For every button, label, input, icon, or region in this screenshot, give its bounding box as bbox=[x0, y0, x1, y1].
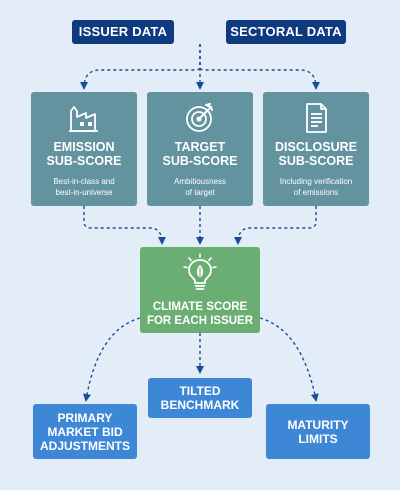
disclosure-title-line1: DISCLOSURE bbox=[275, 140, 357, 154]
document-icon bbox=[306, 103, 327, 133]
primary-market-bid-adjustments-box: PRIMARY MARKET BID ADJUSTMENTS bbox=[33, 404, 137, 459]
lightbulb-leaf-icon bbox=[183, 253, 217, 290]
tilted-benchmark-box: TILTED BENCHMARK bbox=[148, 378, 252, 418]
edge-climate-to-maturity bbox=[259, 317, 319, 402]
maturity-line2: LIMITS bbox=[298, 431, 338, 446]
factory-icon bbox=[69, 106, 98, 132]
target-title-line2: SUB-SCORE bbox=[162, 154, 238, 168]
maturity-limits-box: MATURITY LIMITS bbox=[266, 404, 370, 459]
target-desc-line1: Ambitiousness bbox=[173, 177, 227, 186]
emission-title-line2: SUB-SCORE bbox=[46, 154, 122, 168]
sectoral-data-label: SECTORAL DATA bbox=[230, 24, 342, 39]
primary-line1: PRIMARY bbox=[57, 410, 113, 425]
sectoral-data-box: SECTORAL DATA bbox=[226, 20, 346, 44]
climate-score-line2: FOR EACH ISSUER bbox=[146, 315, 254, 327]
climate-score-box: CLIMATE SCORE FOR EACH ISSUER bbox=[140, 247, 260, 333]
edge-climate-to-primary bbox=[83, 317, 141, 402]
disclosure-desc-line2: of emissions bbox=[293, 188, 339, 197]
target-desc-line2: of target bbox=[185, 188, 215, 197]
edge-emission-to-climate bbox=[83, 206, 166, 245]
emission-title-line1: EMISSION bbox=[53, 140, 115, 154]
disclosure-desc-line1: Including verification bbox=[279, 177, 353, 186]
issuer-data-box: ISSUER DATA bbox=[72, 20, 174, 44]
emission-desc-line2: best-in-universe bbox=[55, 188, 113, 197]
tilted-line2: BENCHMARK bbox=[160, 398, 240, 412]
primary-line3: ADJUSTMENTS bbox=[39, 438, 130, 453]
target-title-line1: TARGET bbox=[174, 140, 226, 154]
tilted-line1: TILTED bbox=[179, 384, 221, 398]
disclosure-title-line2: SUB-SCORE bbox=[278, 154, 354, 168]
edge-data-to-disclosure bbox=[199, 44, 320, 90]
climate-score-line1: CLIMATE SCORE bbox=[152, 301, 248, 313]
emission-desc-line1: Best-in-class and bbox=[53, 177, 115, 186]
target-icon bbox=[186, 103, 213, 132]
disclosure-subscore-box: DISCLOSURE SUB-SCORE Including verificat… bbox=[263, 92, 369, 206]
target-subscore-box: TARGET SUB-SCORE Ambitiousness of target bbox=[147, 92, 253, 206]
emission-subscore-box: EMISSION SUB-SCORE Best-in-class and bes… bbox=[31, 92, 137, 206]
issuer-data-label: ISSUER DATA bbox=[78, 24, 168, 39]
edge-data-to-emission bbox=[80, 44, 201, 90]
maturity-line1: MATURITY bbox=[287, 417, 349, 432]
edge-disclosure-to-climate bbox=[234, 206, 317, 245]
primary-line2: MARKET BID bbox=[47, 424, 123, 439]
